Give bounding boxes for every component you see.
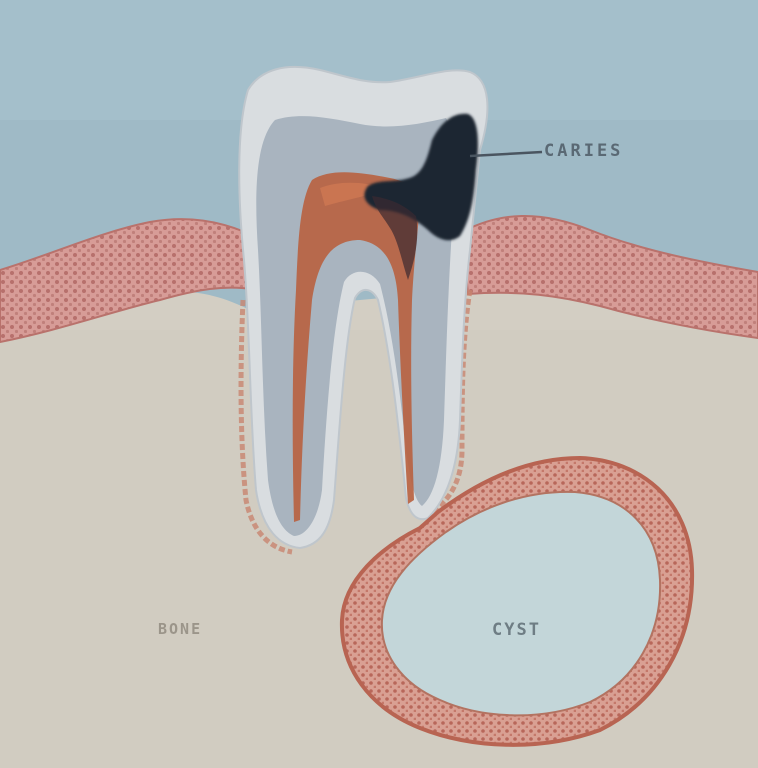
cyst-label: CYST — [492, 620, 541, 640]
caries-label: CARIES — [544, 141, 623, 161]
bone-label: BONE — [158, 620, 202, 638]
